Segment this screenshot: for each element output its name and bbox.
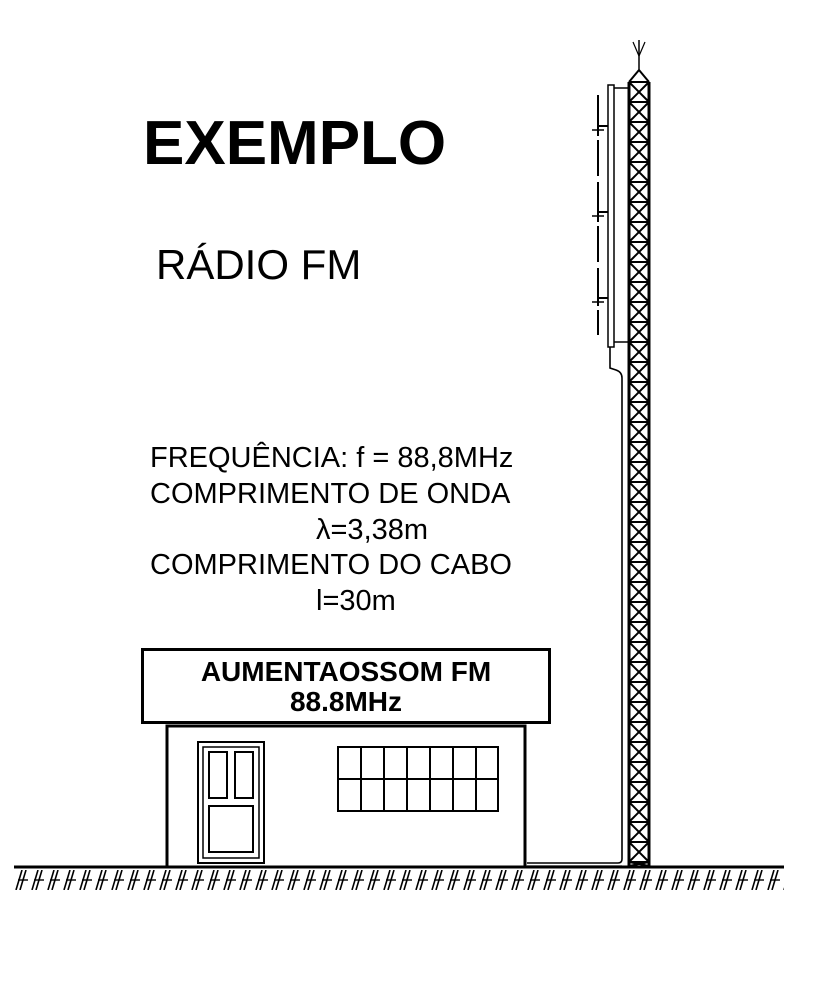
- tower-brace: [628, 761, 650, 783]
- tower-brace: [628, 461, 650, 483]
- cable-length-label: COMPRIMENTO DO CABO: [150, 549, 512, 581]
- tower-brace: [628, 441, 650, 463]
- tower-brace: [628, 141, 650, 163]
- station-building-icon: [165, 724, 527, 869]
- feed-cable: [527, 345, 623, 864]
- ground-hatch-icon: [14, 865, 784, 890]
- tower-brace: [628, 341, 650, 363]
- tower-brace: [628, 181, 650, 203]
- station-frequency: 88.8MHz: [289, 686, 403, 717]
- tower-brace: [628, 221, 650, 243]
- tower-brace: [628, 621, 650, 643]
- subtitle: RÁDIO FM: [156, 241, 362, 288]
- tower-brace: [628, 641, 650, 663]
- tower-brace: [628, 321, 650, 343]
- tower-brace: [628, 161, 650, 183]
- tower-brace: [628, 361, 650, 383]
- cable-length-value: l=30m: [316, 585, 396, 617]
- station-sign: AUMENTAOSSOM FM 88.8MHz: [141, 648, 551, 724]
- tower-brace: [628, 261, 650, 283]
- tower-brace: [628, 541, 650, 563]
- tower-brace: [628, 81, 650, 103]
- wavelength-value: λ=3,38m: [316, 514, 429, 546]
- tower-brace: [628, 241, 650, 263]
- tower-brace: [628, 561, 650, 583]
- tower-brace: [628, 101, 650, 123]
- tower-brace: [628, 281, 650, 303]
- tower-brace: [628, 521, 650, 543]
- tower-brace: [628, 601, 650, 623]
- page-title: EXEMPLO: [143, 109, 447, 178]
- tower-brace: [628, 581, 650, 603]
- frequency-text: FREQUÊNCIA: f = 88,8MHz: [150, 442, 514, 474]
- tower-brace: [628, 681, 650, 703]
- tower-brace: [628, 661, 650, 683]
- tower-brace: [628, 841, 650, 863]
- tower-brace: [628, 821, 650, 843]
- tower-brace: [628, 381, 650, 403]
- tower-brace: [628, 741, 650, 763]
- tower-brace: [628, 401, 650, 423]
- tower-brace: [628, 301, 650, 323]
- antenna-icon: [592, 40, 646, 348]
- tower-brace: [628, 701, 650, 723]
- tower-brace: [628, 781, 650, 803]
- door: [197, 741, 265, 864]
- tower-brace: [628, 201, 650, 223]
- tower-brace: [628, 421, 650, 443]
- wavelength-label: COMPRIMENTO DE ONDA: [150, 478, 511, 510]
- station-name: AUMENTAOSSOM FM: [200, 656, 492, 687]
- tower-brace: [628, 721, 650, 743]
- lattice-tower-icon: [627, 69, 651, 867]
- tower-brace: [628, 121, 650, 143]
- tower-brace: [628, 501, 650, 523]
- tower-brace: [628, 801, 650, 823]
- tower-brace: [628, 481, 650, 503]
- window: [337, 746, 499, 812]
